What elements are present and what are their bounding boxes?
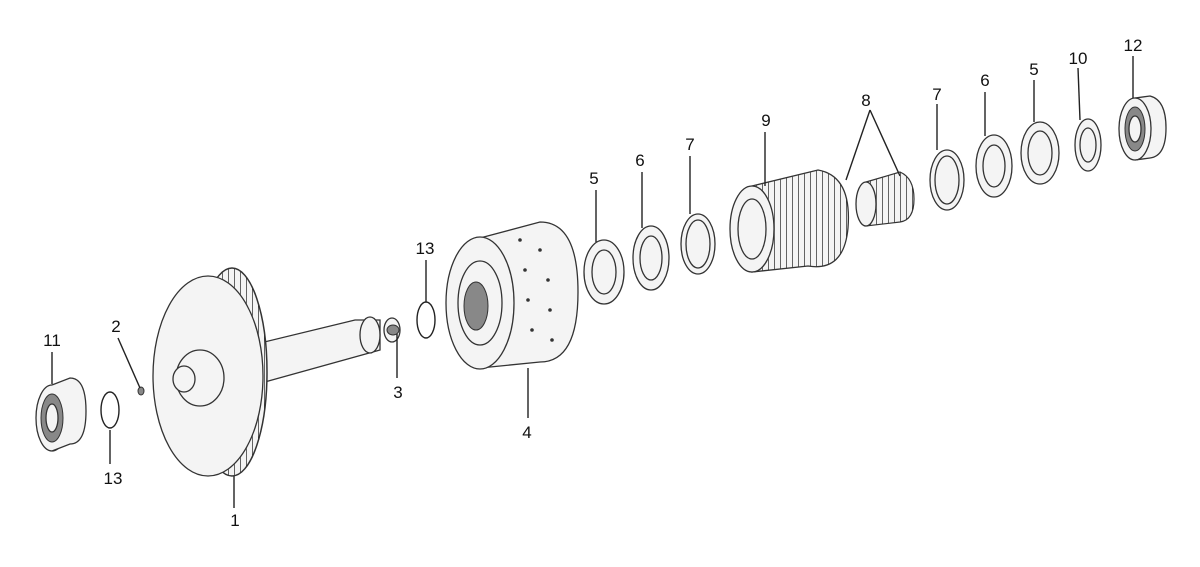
callout-12: 12 bbox=[1124, 36, 1143, 55]
callout-9: 9 bbox=[761, 111, 770, 130]
lock-plate bbox=[1074, 118, 1102, 172]
callout-11: 11 bbox=[43, 331, 61, 350]
needle-bearing bbox=[855, 171, 915, 227]
thrust-washer-d bbox=[1020, 121, 1060, 185]
callout-6-b: 6 bbox=[980, 71, 989, 90]
callout-10: 10 bbox=[1069, 49, 1088, 68]
callout-4: 4 bbox=[522, 423, 531, 442]
pin bbox=[137, 386, 145, 396]
gear-shaft bbox=[152, 267, 401, 477]
callout-13-left: 13 bbox=[104, 469, 123, 488]
callout-1: 1 bbox=[230, 511, 239, 530]
callout-3: 3 bbox=[393, 383, 402, 402]
clutch-drum bbox=[445, 221, 579, 370]
thrust-washer-c bbox=[929, 149, 965, 211]
spring bbox=[386, 324, 400, 336]
thrust-bearing-b bbox=[975, 134, 1013, 198]
callout-2: 2 bbox=[111, 317, 120, 336]
ball-bearing-right bbox=[1118, 95, 1167, 161]
callout-8: 8 bbox=[861, 91, 870, 110]
thrust-washer-a bbox=[583, 239, 625, 305]
thrust-bearing-a bbox=[632, 225, 670, 291]
callout-5-b: 5 bbox=[1029, 60, 1038, 79]
leader-lines bbox=[51, 56, 1134, 508]
snap-ring-a bbox=[100, 391, 120, 429]
ball-bearing-left bbox=[35, 377, 87, 452]
callout-13-mid: 13 bbox=[416, 239, 435, 258]
callout-7-a: 7 bbox=[685, 135, 694, 154]
snap-ring-b bbox=[416, 301, 436, 339]
callout-6-a: 6 bbox=[635, 151, 644, 170]
callout-5-a: 5 bbox=[589, 169, 598, 188]
callout-7-b: 7 bbox=[932, 85, 941, 104]
thrust-washer-b bbox=[680, 213, 716, 275]
planet-carrier bbox=[729, 169, 850, 273]
